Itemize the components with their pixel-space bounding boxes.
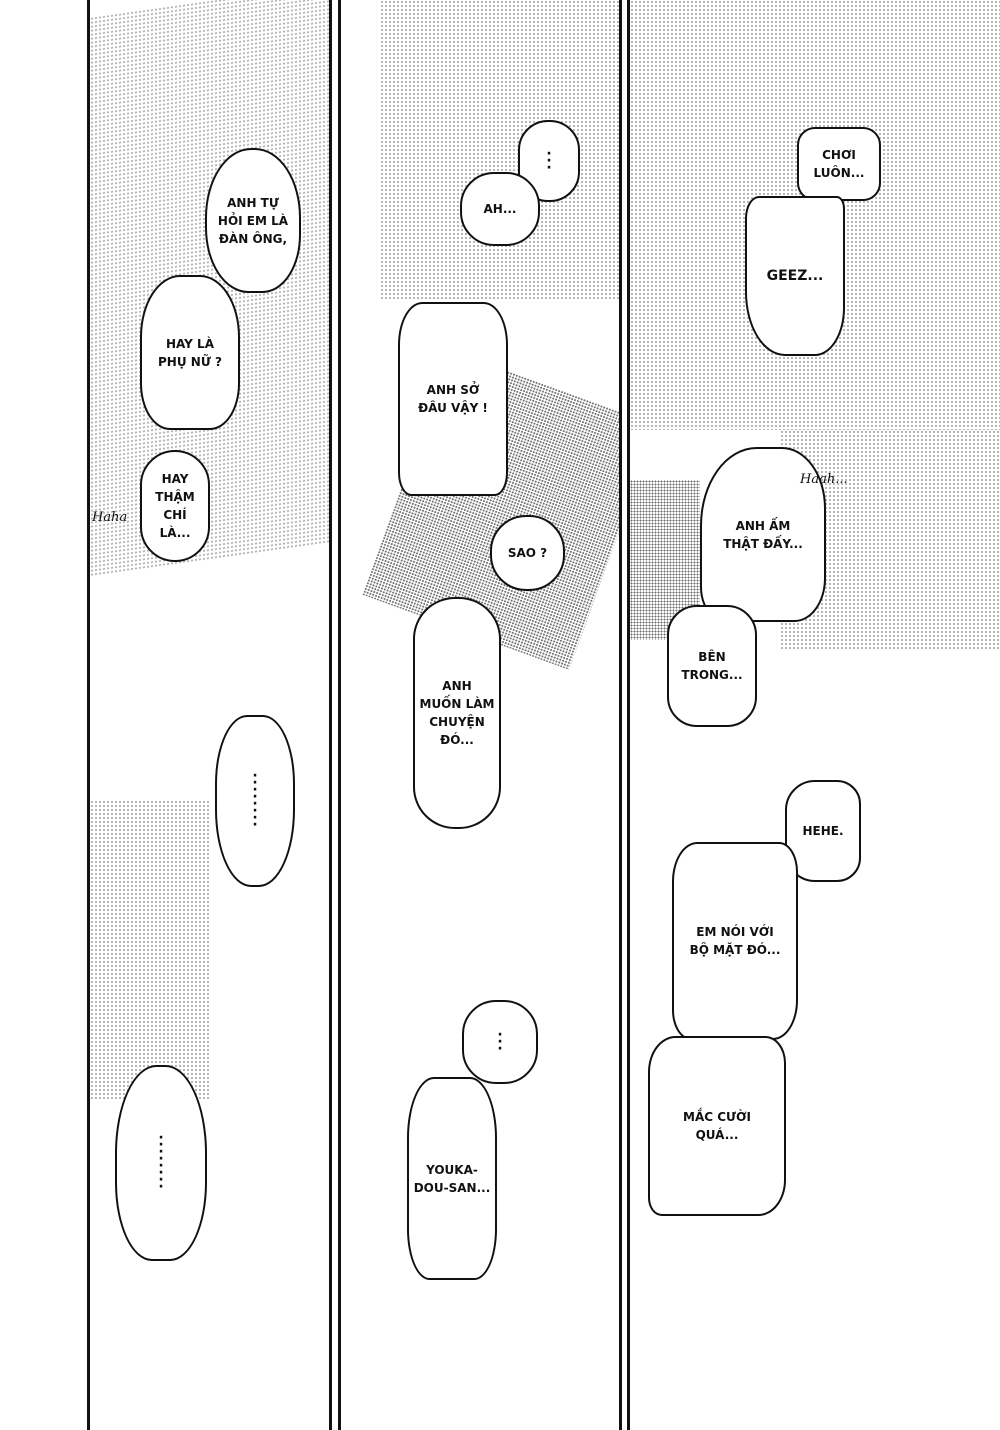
bubble-text: HAY LÀ PHỤ NỮ ?: [158, 336, 222, 369]
bubble-text: HEHE.: [802, 824, 844, 838]
panel-border: [329, 0, 332, 1430]
speech-bubble: BÊN TRONG...: [667, 605, 757, 727]
bubble-text: ANH TỰ HỎI EM LÀ ĐÀN ÔNG,: [217, 195, 289, 246]
panel-3: CHƠI LUÔN... GEEZ... ANH ẤM THẬT ĐẤY... …: [630, 0, 1000, 1430]
bubble-text: YOUKA- DOU-SAN...: [413, 1162, 491, 1195]
speech-bubble: AH...: [460, 172, 540, 246]
ellipsis-text: · · ·: [546, 145, 552, 176]
speech-bubble: · · · · · · · ·: [215, 715, 295, 887]
panel-2: · · · AH... ANH SỞ ĐÂU VẬY ! SAO ? ANH M…: [340, 0, 620, 1430]
screentone: [380, 0, 620, 300]
speech-bubble: HAY THẬM CHÍ LÀ...: [140, 450, 210, 562]
speech-bubble: HAY LÀ PHỤ NỮ ?: [140, 275, 240, 430]
bubble-text: SAO ?: [507, 546, 548, 560]
bubble-text: CHƠI LUÔN...: [813, 148, 865, 180]
speech-bubble: ANH TỰ HỎI EM LÀ ĐÀN ÔNG,: [205, 148, 301, 293]
bubble-text: GEEZ...: [766, 268, 824, 284]
speech-bubble: CHƠI LUÔN...: [797, 127, 881, 201]
speech-bubble: GEEZ...: [745, 196, 845, 356]
speech-bubble: ANH MUỐN LÀM CHUYỆN ĐÓ...: [413, 597, 501, 829]
speech-bubble: ANH SỞ ĐÂU VẬY !: [398, 302, 508, 496]
panel-1: ANH TỰ HỎI EM LÀ ĐÀN ÔNG, HAY LÀ PHỤ NỮ …: [90, 0, 330, 1430]
bubble-text: BÊN TRONG...: [681, 650, 743, 682]
ellipsis-text: · · ·: [497, 1026, 503, 1057]
panel-border: [627, 0, 630, 1430]
screentone: [90, 800, 210, 1100]
ellipsis-text: · · · · · · · ·: [158, 1130, 164, 1195]
bubble-text: HAY THẬM CHÍ LÀ...: [155, 472, 195, 540]
speech-bubble: ANH ẤM THẬT ĐẤY...: [700, 447, 826, 622]
bubble-text: EM NÓI VỚI BỘ MẶT ĐÓ...: [689, 925, 781, 957]
bubble-text: ANH ẤM THẬT ĐẤY...: [723, 518, 803, 551]
speech-bubble: YOUKA- DOU-SAN...: [407, 1077, 497, 1280]
speech-bubble: · · · · · · · ·: [115, 1065, 207, 1261]
speech-bubble: HEHE.: [785, 780, 861, 882]
speech-bubble: MẮC CƯỜI QUÁ...: [648, 1036, 786, 1216]
ellipsis-text: · · · · · · · ·: [252, 768, 258, 833]
panel-border: [619, 0, 622, 1430]
bubble-text: AH...: [483, 202, 517, 216]
speech-bubble: · · ·: [462, 1000, 538, 1084]
bubble-text: ANH MUỐN LÀM CHUYỆN ĐÓ...: [419, 679, 495, 747]
sound-effect: Haha: [92, 510, 128, 525]
panel-border: [87, 0, 90, 1430]
panel-border: [338, 0, 341, 1430]
bubble-text: MẮC CƯỜI QUÁ...: [683, 1110, 751, 1142]
speech-bubble: EM NÓI VỚI BỘ MẶT ĐÓ...: [672, 842, 798, 1040]
speech-bubble: SAO ?: [490, 515, 565, 591]
sound-effect: Haah...: [800, 472, 848, 487]
bubble-text: ANH SỞ ĐÂU VẬY !: [418, 383, 488, 415]
